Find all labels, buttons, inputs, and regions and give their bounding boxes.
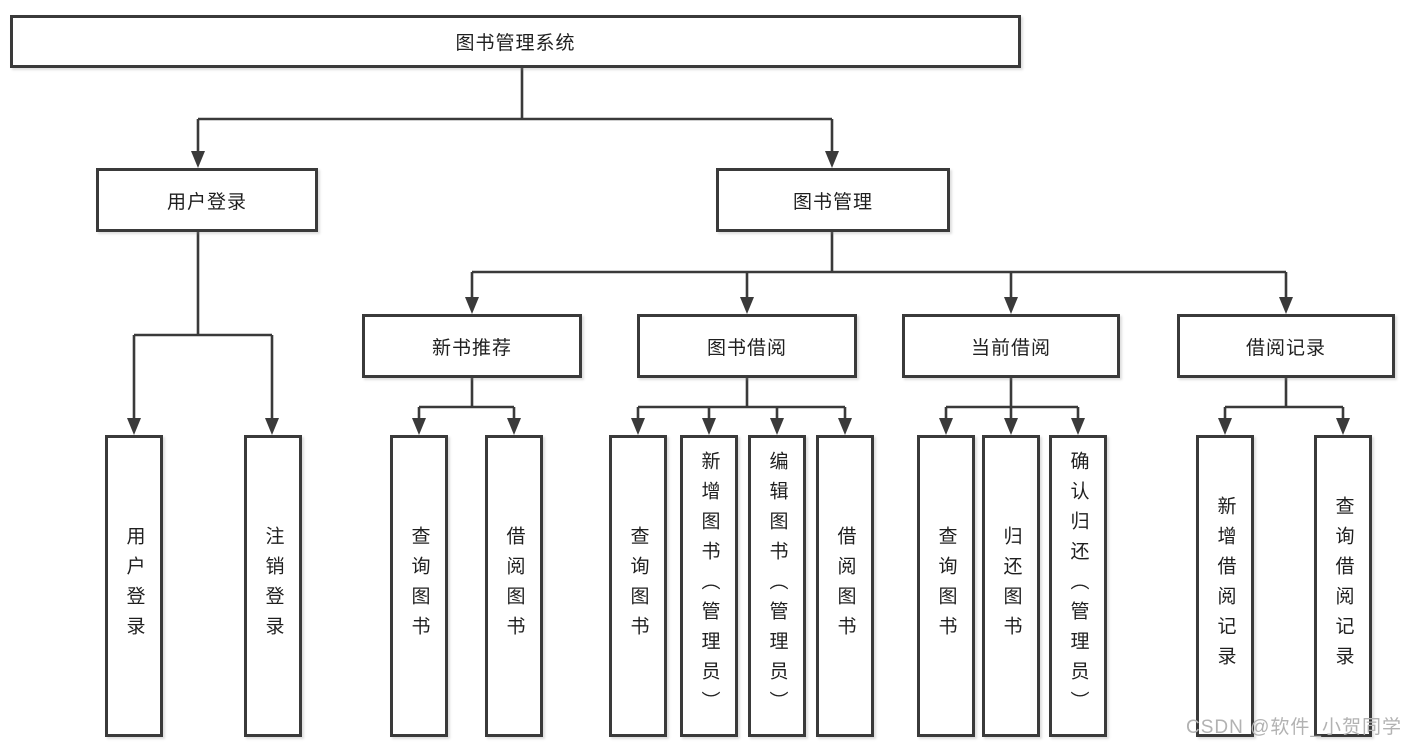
- arrowhead: [1004, 297, 1018, 314]
- node-book-borrowing: 图书借阅: [637, 314, 857, 378]
- leaf-edit-books-admin-label: 编辑图书（管理员）: [766, 451, 788, 721]
- arrowhead: [939, 418, 953, 435]
- leaf-borrow-books-recommend: 借阅图书: [485, 435, 543, 737]
- leaf-return-books: 归还图书: [982, 435, 1040, 737]
- arrowhead: [740, 297, 754, 314]
- arrowhead: [1279, 297, 1293, 314]
- leaf-user-login: 用户登录: [105, 435, 163, 737]
- leaf-add-books-admin-label: 新增图书（管理员）: [698, 451, 720, 721]
- leaf-add-books-admin: 新增图书（管理员）: [680, 435, 738, 737]
- leaf-user-login-label: 用户登录: [123, 526, 145, 646]
- arrowhead: [825, 151, 839, 168]
- leaf-confirm-return-admin: 确认归还（管理员）: [1049, 435, 1107, 737]
- node-book-borrowing-label: 图书借阅: [706, 337, 787, 359]
- leaf-add-borrow-record-label: 新增借阅记录: [1214, 496, 1236, 676]
- node-book-management-label: 图书管理: [792, 191, 873, 213]
- leaf-borrow-books-recommend-label: 借阅图书: [503, 526, 525, 646]
- leaf-logout-label: 注销登录: [262, 526, 284, 646]
- leaf-confirm-return-admin-label: 确认归还（管理员）: [1067, 451, 1089, 721]
- leaf-borrow-books-label: 借阅图书: [834, 526, 856, 646]
- arrowhead: [265, 418, 279, 435]
- leaf-query-books-recommend-label: 查询图书: [408, 526, 430, 646]
- leaf-query-books-borrow-label: 查询图书: [627, 526, 649, 646]
- leaf-borrow-books: 借阅图书: [816, 435, 874, 737]
- arrowhead: [631, 418, 645, 435]
- leaf-query-books-current-label: 查询图书: [935, 526, 957, 646]
- arrowhead: [838, 418, 852, 435]
- arrowhead: [1004, 418, 1018, 435]
- arrowhead: [1336, 418, 1350, 435]
- leaf-query-borrow-record: 查询借阅记录: [1314, 435, 1372, 737]
- node-current-borrowing: 当前借阅: [902, 314, 1120, 378]
- node-book-management: 图书管理: [716, 168, 950, 232]
- arrowhead: [507, 418, 521, 435]
- leaf-query-books-current: 查询图书: [917, 435, 975, 737]
- node-user-login-label: 用户登录: [166, 191, 247, 213]
- watermark: CSDN @软件_小贺同学: [1186, 717, 1402, 738]
- arrowhead: [702, 418, 716, 435]
- arrowhead: [191, 151, 205, 168]
- node-new-book-recommendation: 新书推荐: [362, 314, 582, 378]
- node-root-label: 图书管理系统: [455, 33, 576, 54]
- leaf-return-books-label: 归还图书: [1000, 526, 1022, 646]
- leaf-query-borrow-record-label: 查询借阅记录: [1332, 496, 1354, 676]
- arrowhead: [1071, 418, 1085, 435]
- leaf-query-books-borrow: 查询图书: [609, 435, 667, 737]
- node-new-book-recommendation-label: 新书推荐: [431, 337, 512, 359]
- leaf-add-borrow-record: 新增借阅记录: [1196, 435, 1254, 737]
- node-root: 图书管理系统: [10, 15, 1021, 68]
- arrowhead: [465, 297, 479, 314]
- arrowhead: [127, 418, 141, 435]
- leaf-query-books-recommend: 查询图书: [390, 435, 448, 737]
- leaf-edit-books-admin: 编辑图书（管理员）: [748, 435, 806, 737]
- arrowhead: [770, 418, 784, 435]
- node-user-login: 用户登录: [96, 168, 318, 232]
- node-borrowing-records: 借阅记录: [1177, 314, 1395, 378]
- node-current-borrowing-label: 当前借阅: [970, 337, 1051, 359]
- arrowhead: [412, 418, 426, 435]
- arrowhead: [1218, 418, 1232, 435]
- node-borrowing-records-label: 借阅记录: [1245, 337, 1326, 359]
- leaf-logout: 注销登录: [244, 435, 302, 737]
